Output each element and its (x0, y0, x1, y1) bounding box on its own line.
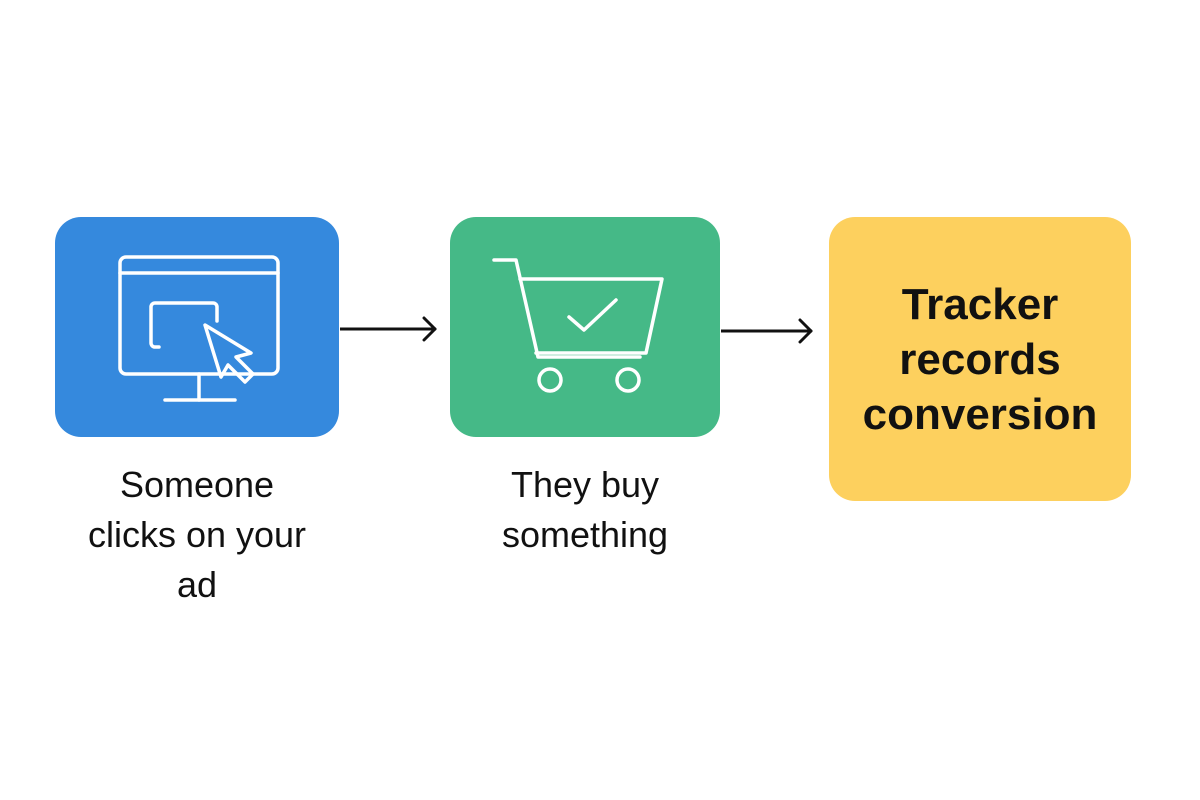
label-line: ad (176, 564, 218, 605)
ad-click-label: Someone clicks on your ad (40, 460, 354, 610)
arrow-1 (340, 316, 440, 342)
label-line: records (899, 334, 1061, 384)
step-purchase-box (450, 217, 720, 437)
step-conversion-box: Tracker records conversion (829, 217, 1131, 501)
step-ad-click-box (55, 217, 339, 437)
label-line: something (501, 514, 669, 555)
label-line: conversion (862, 389, 1098, 439)
label-line: clicks on your (87, 514, 307, 555)
label-line: Someone (119, 464, 275, 505)
label-line: Tracker (901, 279, 1059, 329)
conversion-label: Tracker records conversion (863, 277, 1098, 442)
purchase-label: They buy something (440, 460, 730, 560)
arrow-2 (721, 318, 817, 344)
monitor-click-icon (118, 255, 280, 402)
label-line: They buy (510, 464, 660, 505)
shopping-cart-check-icon (492, 258, 664, 393)
